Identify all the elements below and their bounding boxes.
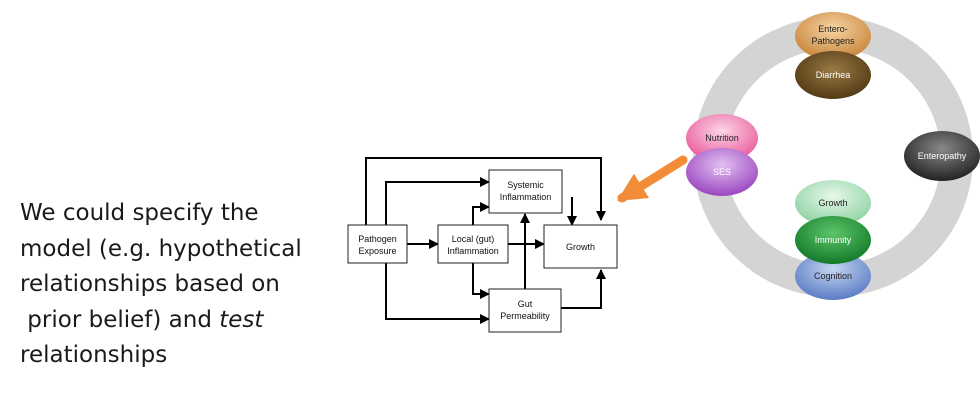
box-local-inflammation-label-2: Inflammation: [447, 246, 499, 256]
box-growth: Growth: [543, 224, 618, 269]
edge-pathogen-to-permeability: [385, 262, 490, 324]
text-line-4-main: prior belief) and: [20, 306, 220, 333]
text-line-2: model (e.g. hypothetical: [20, 235, 302, 262]
box-systemic-inflammation-label-2: Inflammation: [500, 192, 552, 202]
text-line-5: relationships: [20, 342, 168, 368]
ellipse-immunity: Immunity: [795, 216, 871, 264]
edge-local-to-systemic: [472, 202, 490, 226]
ellipse-ses: SES: [686, 148, 758, 196]
ses-label: SES: [713, 167, 731, 177]
ellipse-entero-pathogens: Entero- Pathogens: [795, 12, 871, 60]
ellipse-cognition: Cognition: [795, 252, 871, 300]
ellipse-nutrition: Nutrition: [686, 114, 758, 162]
cognition-label: Cognition: [814, 271, 852, 281]
ellipse-diarrhea: Diarrhea: [795, 51, 871, 99]
edge-pathogen-to-growth-top: [365, 157, 606, 226]
text-line-4: prior belief) and test: [20, 303, 340, 339]
ring-growth-label: Growth: [818, 198, 847, 208]
box-local-inflammation-label-1: Local (gut): [452, 234, 495, 244]
immunity-label: Immunity: [815, 235, 852, 245]
text-line-1: We could specify the: [20, 200, 259, 226]
box-growth-label: Growth: [566, 242, 595, 252]
edge-local-to-permeability: [472, 262, 490, 299]
enteropathy-label: Enteropathy: [918, 151, 967, 161]
box-gut-permeability-label-1: Gut: [518, 299, 533, 309]
ellipse-growth: Growth: [795, 180, 871, 226]
edge-pathogen-to-systemic: [385, 177, 490, 226]
box-gut-permeability: Gut Permeability: [488, 288, 562, 333]
box-pathogen-exposure-label-1: Pathogen: [358, 234, 397, 244]
orange-pointer-arrow: [617, 155, 688, 203]
text-line-3: relationships based on: [20, 271, 280, 297]
diarrhea-label: Diarrhea: [816, 70, 851, 80]
box-systemic-inflammation-label-1: Systemic: [507, 180, 544, 190]
entero-pathogens-label-2: Pathogens: [811, 36, 855, 46]
diagram-edges: [365, 157, 606, 324]
slide-text: We could specify the model (e.g. hypothe…: [20, 196, 340, 374]
box-systemic-inflammation: Systemic Inflammation: [488, 169, 563, 214]
box-gut-permeability-label-2: Permeability: [500, 311, 550, 321]
box-pathogen-exposure-label-2: Exposure: [358, 246, 396, 256]
box-local-inflammation: Local (gut) Inflammation: [437, 224, 509, 264]
edge-permeability-to-growth: [561, 269, 606, 309]
ellipse-enteropathy: Enteropathy: [904, 131, 980, 181]
box-pathogen-exposure: Pathogen Exposure: [347, 224, 408, 264]
nutrition-label: Nutrition: [705, 133, 739, 143]
entero-pathogens-label-1: Entero-: [818, 24, 848, 34]
text-line-4-italic: test: [219, 306, 264, 333]
